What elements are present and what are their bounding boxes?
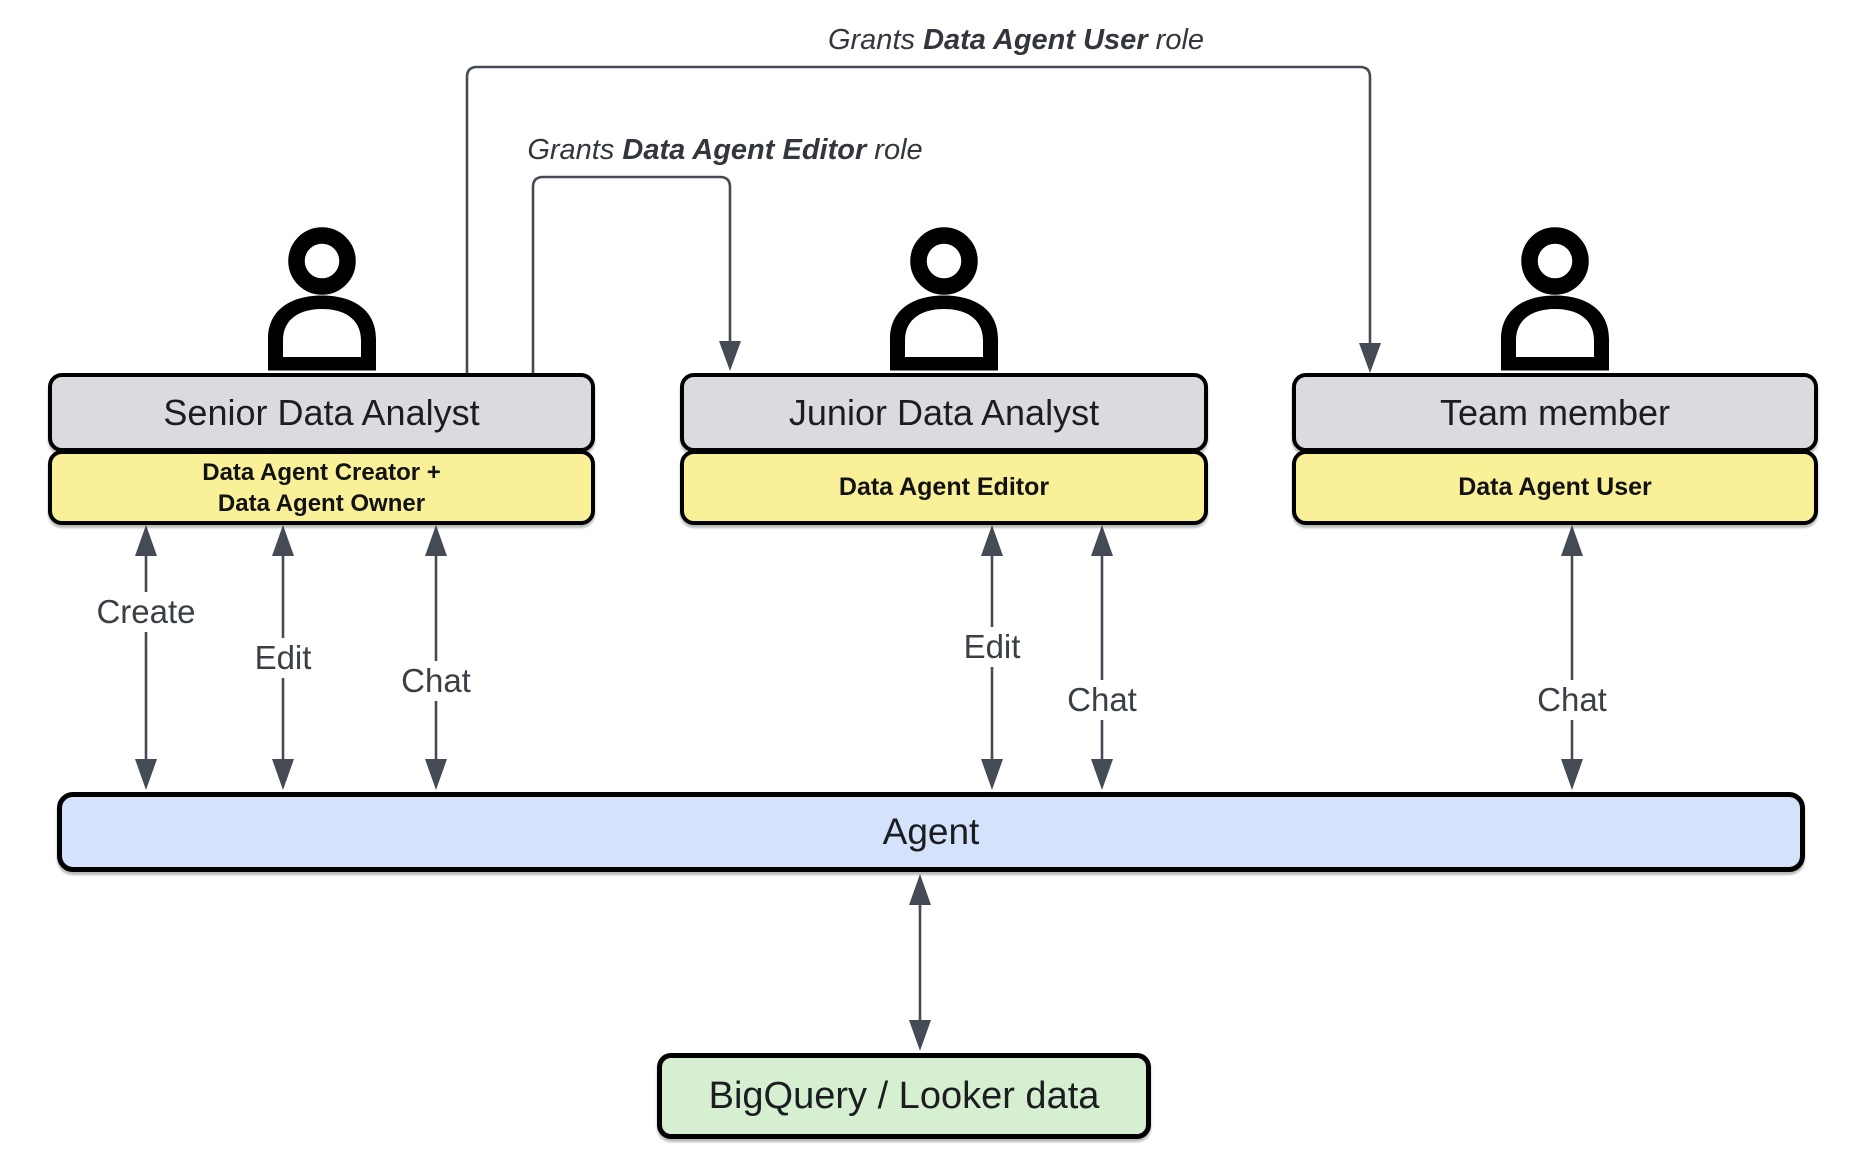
grant-editor-annotation: Grants Data Agent Editor role xyxy=(527,134,922,167)
action-label-chat: Chat xyxy=(394,661,478,701)
datasource-label: BigQuery / Looker data xyxy=(708,1074,1100,1117)
action-label-chat: Chat xyxy=(1530,680,1614,720)
actor-title: Senior Data Analyst xyxy=(163,391,480,433)
grant-user-annotation: Grants Data Agent User role xyxy=(828,24,1204,57)
actor-title: Junior Data Analyst xyxy=(788,391,1100,433)
actor-title-box: Team member xyxy=(1292,373,1818,452)
annotation-prefix: Grants xyxy=(827,24,924,56)
role-line: Data Agent Owner xyxy=(217,489,426,517)
annotation-emphasis: Data Agent Editor xyxy=(622,134,867,166)
grant-editor-connector xyxy=(531,175,732,373)
person-icon xyxy=(1501,227,1609,371)
actor-title: Team member xyxy=(1439,391,1671,433)
annotation-suffix: role xyxy=(866,134,923,166)
actor-senior-data-analyst: Senior Data Analyst Data Agent Creator +… xyxy=(48,227,595,525)
role-line: Data Agent Creator + xyxy=(202,458,441,486)
arrowheads xyxy=(135,341,1583,1051)
agent-label: Agent xyxy=(882,811,980,852)
datasource-box: BigQuery / Looker data xyxy=(657,1053,1151,1139)
actor-junior-data-analyst: Junior Data Analyst Data Agent Editor xyxy=(680,227,1208,525)
actor-role-box: Data Agent User xyxy=(1292,450,1818,525)
actor-title-box: Senior Data Analyst xyxy=(48,373,595,452)
person-icon xyxy=(267,227,376,371)
actor-role-box: Data Agent Creator + Data Agent Owner xyxy=(48,450,595,525)
role-line: Data Agent User xyxy=(1458,473,1652,501)
actor-role-box: Data Agent Editor xyxy=(680,450,1208,525)
grant-user-connector xyxy=(465,65,1372,373)
annotation-suffix: role xyxy=(1147,24,1205,56)
annotation-prefix: Grants xyxy=(527,134,623,166)
action-label-edit: Edit xyxy=(956,627,1028,667)
action-label-edit: Edit xyxy=(247,638,319,678)
action-label-create: Create xyxy=(89,592,203,632)
actor-title-box: Junior Data Analyst xyxy=(680,373,1208,452)
actor-team-member: Team member Data Agent User xyxy=(1292,227,1818,525)
person-icon xyxy=(890,227,998,371)
role-line: Data Agent Editor xyxy=(838,473,1050,501)
annotation-emphasis: Data Agent User xyxy=(923,24,1148,56)
agent-bar: Agent xyxy=(57,792,1805,872)
action-label-chat: Chat xyxy=(1060,680,1144,720)
